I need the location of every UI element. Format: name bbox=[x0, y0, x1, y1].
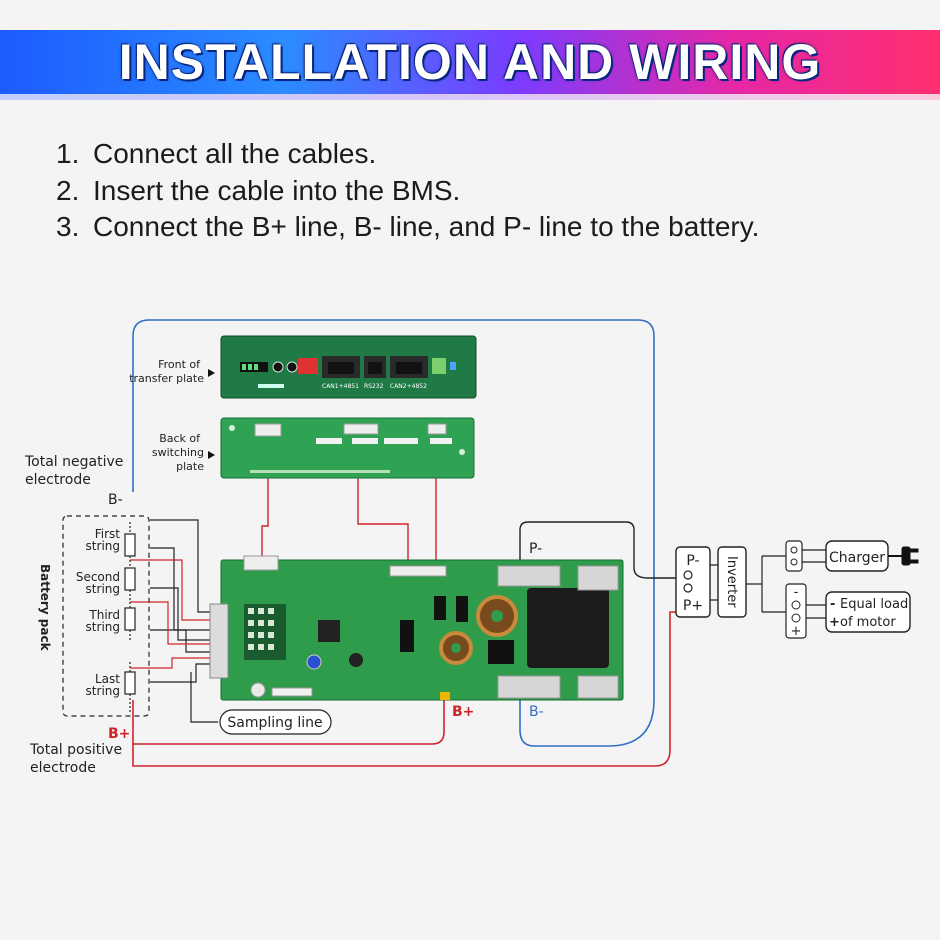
total-negative-label: electrode bbox=[25, 472, 91, 488]
bms-main-board bbox=[209, 555, 624, 701]
inverter-label: Inverter bbox=[724, 556, 739, 608]
back-switching-plate bbox=[220, 417, 475, 479]
port-can2-label: CAN2+4852 bbox=[390, 383, 427, 390]
steps-list: 1. Connect all the cables. 2. Insert the c… bbox=[56, 136, 759, 246]
equal-load-box bbox=[825, 591, 911, 633]
step-number: 3. bbox=[56, 211, 80, 242]
front-plate-label: transfer plate bbox=[129, 372, 204, 385]
b-plus-label: B+ bbox=[108, 726, 130, 742]
total-positive-label: Total positive bbox=[29, 742, 122, 758]
terminal-circle-icon bbox=[791, 600, 801, 610]
inverter-box bbox=[717, 546, 747, 618]
board-b-plus-label: B+ bbox=[452, 704, 474, 720]
b-minus-label: B- bbox=[108, 492, 123, 508]
charger-terminal-block bbox=[785, 540, 803, 572]
board-b-minus-label: B- bbox=[529, 704, 544, 720]
first-string-label: string bbox=[86, 539, 120, 553]
sampling-line-label: Sampling line bbox=[227, 715, 322, 731]
load-wires bbox=[806, 604, 826, 619]
red-b-plus-wire bbox=[133, 700, 445, 745]
sampling-wires bbox=[150, 519, 218, 723]
battery-pack-label: Battery pack bbox=[38, 564, 52, 652]
load-minus-sign: - bbox=[794, 585, 799, 600]
battery-pack-outline bbox=[62, 515, 150, 717]
step-text: Insert the cable into the BMS. bbox=[93, 174, 461, 206]
step-item: 1. Connect all the cables. bbox=[56, 136, 759, 173]
total-negative-label: Total negative bbox=[24, 454, 123, 470]
page-title: INSTALLATION AND WIRING bbox=[118, 34, 822, 90]
equal-load-label: Equal load bbox=[840, 597, 908, 612]
last-string-label: Last bbox=[95, 672, 120, 686]
front-transfer-plate: CAN1+4851 RS232 CAN2+4852 bbox=[220, 335, 477, 399]
load-terminal-block bbox=[785, 583, 807, 639]
front-plate-label: Front of bbox=[158, 358, 201, 371]
port-can1-label: CAN1+4851 bbox=[322, 383, 359, 390]
red-total-positive-wire bbox=[132, 611, 680, 767]
step-item: 3. Connect the B+ line, B- line, and P- l… bbox=[56, 209, 759, 246]
back-plate-arrow-icon bbox=[208, 451, 215, 459]
step-number: 2. bbox=[56, 174, 80, 206]
p-plus-terminal-label: P+ bbox=[683, 598, 703, 614]
terminal-circle-icon bbox=[790, 546, 798, 554]
third-string-label: Third bbox=[88, 608, 120, 622]
title-banner-underline bbox=[0, 94, 940, 100]
p-minus-label: P- bbox=[529, 541, 542, 557]
equal-load-minus: - bbox=[830, 597, 835, 612]
plug-icon bbox=[888, 546, 919, 566]
blue-b-minus-wire bbox=[132, 319, 655, 747]
step-number: 1. bbox=[56, 138, 80, 169]
first-string-label: First bbox=[95, 527, 121, 541]
equal-load-label: of motor bbox=[840, 615, 896, 630]
third-string-label: string bbox=[86, 620, 120, 634]
inverter-output-wires bbox=[746, 555, 786, 613]
terminal-circle-icon bbox=[683, 570, 693, 580]
second-string-label: string bbox=[86, 582, 120, 596]
second-string-label: Second bbox=[76, 570, 120, 584]
terminal-to-inverter-wires bbox=[710, 564, 718, 601]
terminal-circle-icon bbox=[791, 613, 801, 623]
last-string-label: string bbox=[86, 684, 120, 698]
terminal-circle-icon bbox=[790, 558, 798, 566]
terminal-circle-icon bbox=[683, 583, 693, 593]
back-plate-label: Back of bbox=[159, 432, 201, 445]
charger-label: Charger bbox=[829, 550, 885, 566]
step-text: Connect all the cables. bbox=[93, 138, 377, 169]
total-positive-label: electrode bbox=[30, 760, 96, 776]
step-text: Connect the B+ line, B- line, and P- lin… bbox=[93, 211, 760, 242]
back-plate-label: plate bbox=[176, 460, 204, 473]
p-terminal-block bbox=[675, 546, 711, 618]
load-plus-sign: + bbox=[791, 624, 802, 639]
front-plate-arrow-icon bbox=[208, 369, 215, 377]
step-item: 2. Insert the cable into the BMS. bbox=[56, 173, 759, 210]
sampling-line-callout bbox=[219, 709, 332, 735]
equal-load-plus: + bbox=[829, 615, 840, 630]
port-rs232-label: RS232 bbox=[364, 383, 384, 390]
back-plate-label: switching bbox=[152, 446, 204, 459]
p-minus-terminal-label: P- bbox=[686, 553, 699, 569]
red-plate-cable-1 bbox=[261, 432, 269, 562]
charger-wires bbox=[802, 549, 826, 563]
title-banner bbox=[0, 30, 940, 94]
black-p-minus-wire bbox=[519, 521, 680, 579]
